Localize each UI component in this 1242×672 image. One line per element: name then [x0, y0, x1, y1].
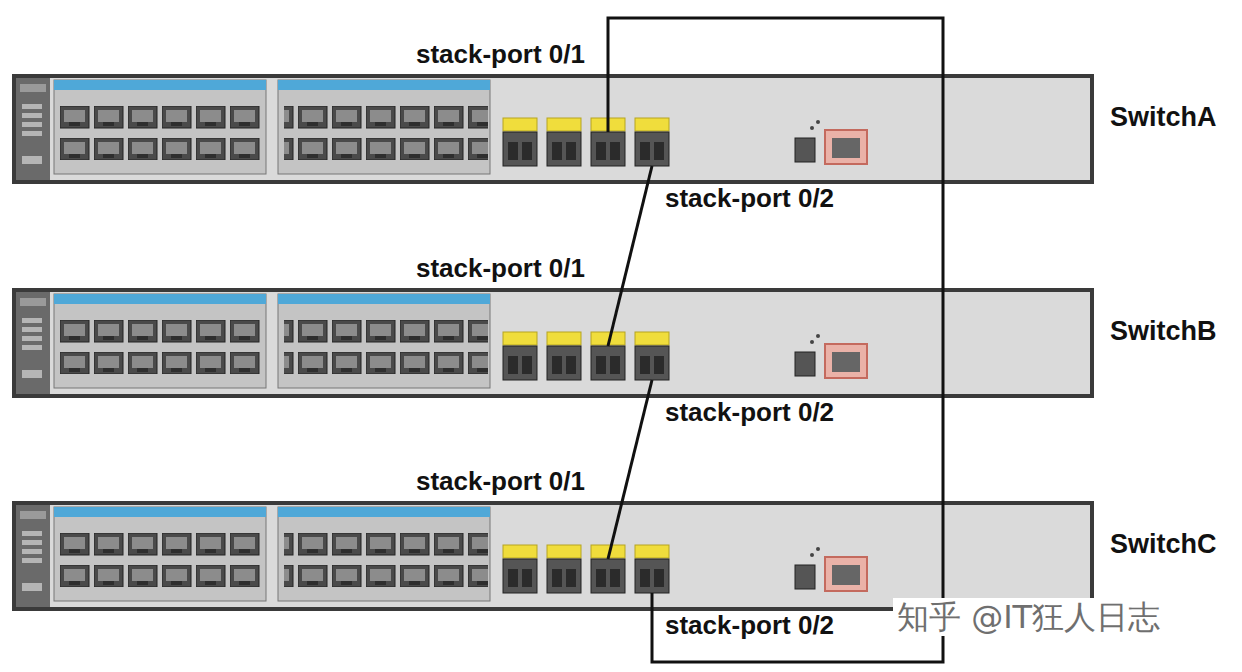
- switch-name: SwitchA: [1110, 102, 1217, 133]
- stack-cable: [608, 18, 943, 662]
- stack-port: stack-port 0/1: [591, 559, 625, 593]
- switch-name: SwitchB: [1110, 316, 1217, 347]
- stack-port: stack-port 0/1: [591, 346, 625, 380]
- port-label: stack-port 0/1: [416, 40, 585, 70]
- switch-chassis: SwitchCstack-port 0/1stack-port 0/2: [14, 503, 1092, 609]
- stack-port: stack-port 0/2: [635, 346, 669, 380]
- port-label: stack-port 0/1: [416, 467, 585, 497]
- stack-port: stack-port 0/2: [635, 132, 669, 166]
- stack-port: stack-port 0/1: [591, 132, 625, 166]
- port-label: stack-port 0/2: [665, 611, 834, 641]
- switch-chassis: SwitchBstack-port 0/1stack-port 0/2: [14, 290, 1092, 396]
- switch-name: SwitchC: [1110, 529, 1217, 560]
- stack-cable: [608, 380, 652, 559]
- port-label: stack-port 0/2: [665, 398, 834, 428]
- watermark: 知乎 @IT狂人日志: [893, 598, 1164, 636]
- port-label: stack-port 0/1: [416, 254, 585, 284]
- stack-port: stack-port 0/2: [635, 559, 669, 593]
- switch-chassis: SwitchAstack-port 0/1stack-port 0/2: [14, 76, 1092, 182]
- stack-cable: [608, 166, 652, 346]
- port-label: stack-port 0/2: [665, 184, 834, 214]
